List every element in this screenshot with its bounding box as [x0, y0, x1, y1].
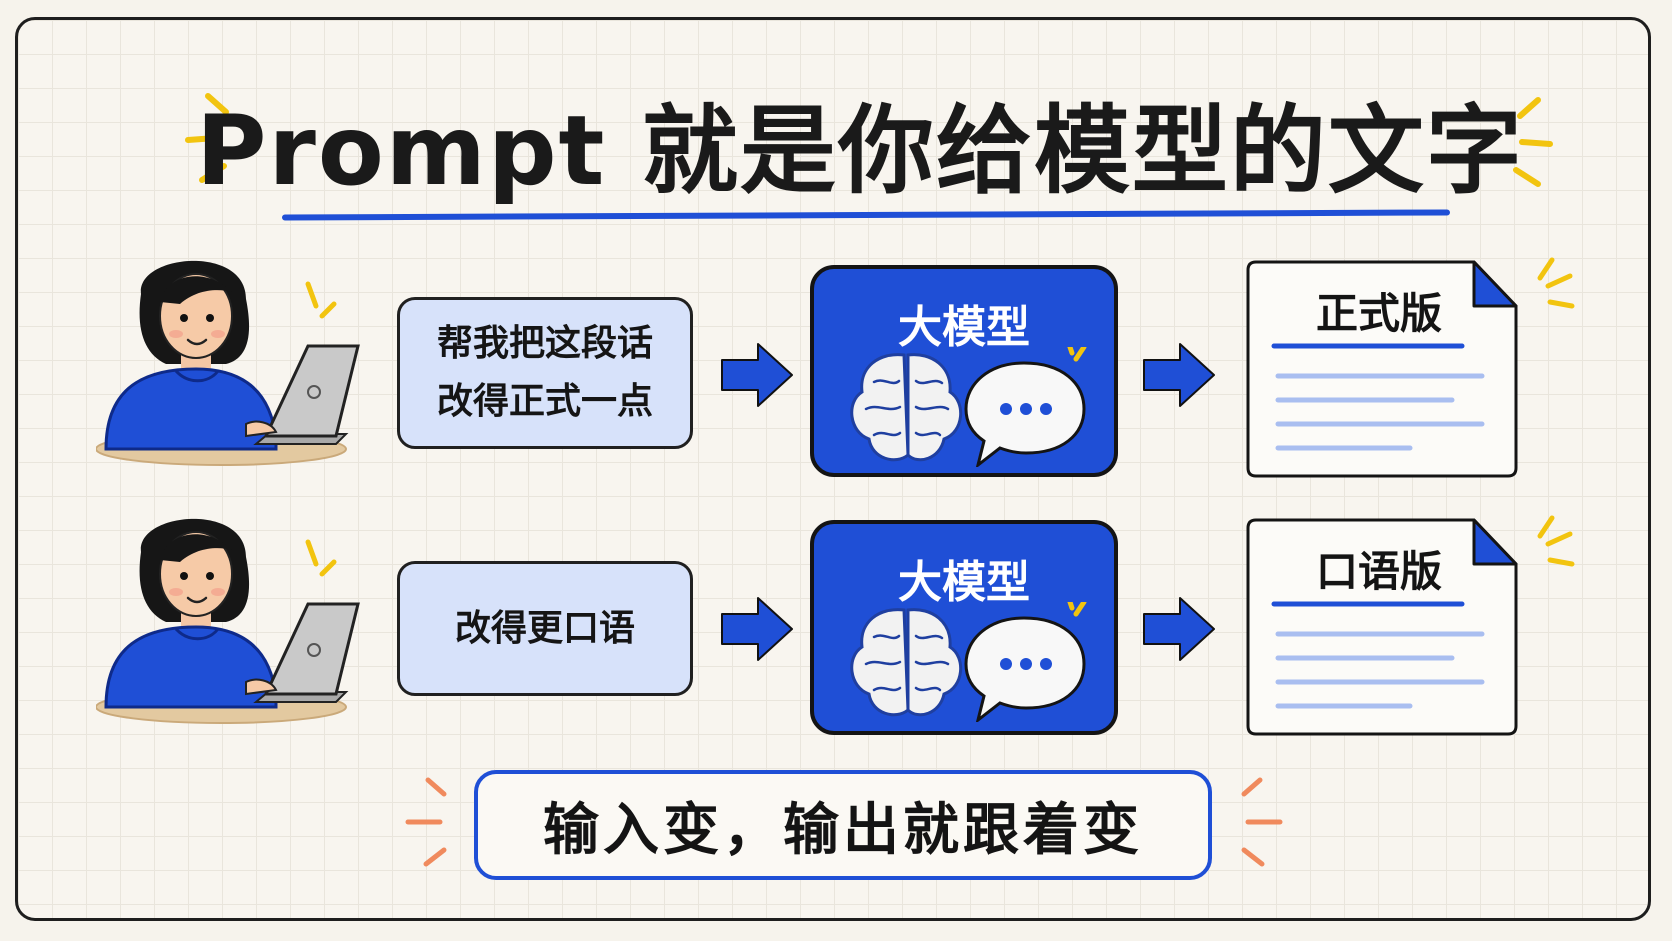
chat-bubble-icon	[964, 361, 1086, 467]
summary-sparkle-right-icon	[1241, 777, 1283, 867]
arrow-right-icon	[721, 597, 793, 661]
title-sparkle-right-icon	[1513, 97, 1553, 187]
model-label: 大模型	[898, 557, 1030, 608]
title-sparkle-left-icon	[185, 93, 229, 183]
brain-icon	[850, 353, 963, 462]
output-label: 口语版	[1315, 547, 1442, 596]
page-title: Prompt 就是你给模型的文字	[196, 94, 1524, 207]
prompt-box-formal: 帮我把这段话 改得正式一点	[397, 297, 693, 449]
document-icon	[1246, 260, 1518, 478]
arrow-right-icon	[721, 343, 793, 407]
output-doc-casual: 口语版	[1244, 516, 1520, 738]
output-label: 正式版	[1315, 289, 1442, 338]
model-label: 大模型	[898, 302, 1030, 353]
document-icon	[1246, 518, 1518, 736]
brain-chat-icon	[850, 347, 1087, 467]
person-at-laptop-icon	[96, 518, 360, 724]
prompt-box-casual: 改得更口语	[397, 561, 693, 696]
brain-chat-icon	[850, 602, 1087, 722]
output-doc-formal: 正式版	[1244, 258, 1520, 480]
summary-box: 输入变，输出就跟着变	[474, 770, 1212, 880]
model-box-1: 大模型	[810, 265, 1118, 477]
model-box-2: 大模型	[810, 520, 1118, 735]
summary-sparkle-left-icon	[405, 777, 447, 867]
chat-bubble-icon	[964, 616, 1086, 722]
arrow-right-icon	[1143, 597, 1215, 661]
doc-sparkle-icon	[1537, 515, 1575, 567]
arrow-right-icon	[1143, 343, 1215, 407]
person-at-laptop-icon	[96, 260, 360, 466]
brain-icon	[850, 608, 963, 717]
doc-sparkle-icon	[1537, 257, 1575, 309]
